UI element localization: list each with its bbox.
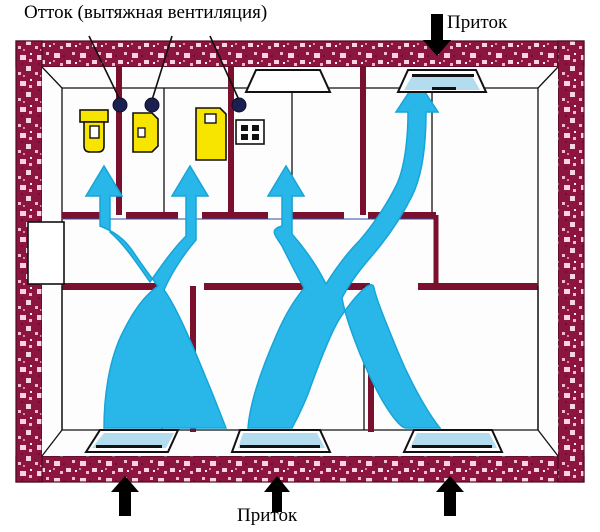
corridor2-seg-2 xyxy=(204,283,370,290)
leader-line-2 xyxy=(151,35,173,101)
floor-vents xyxy=(84,429,504,453)
floor-vent-right-louver xyxy=(412,445,492,448)
airflow-left-split xyxy=(84,164,228,429)
floor-corner-left xyxy=(41,429,63,457)
label-exhaust: Отток (вытяжная вентиляция) xyxy=(24,2,268,23)
leader-line-3 xyxy=(209,35,240,101)
appliance-water-heater-window xyxy=(89,125,100,139)
corridor-seg-1 xyxy=(62,212,100,219)
floor-vent-center-glass xyxy=(238,433,325,448)
supply-arrow-bottom-right xyxy=(436,476,464,516)
exhaust-vent-3-icon xyxy=(231,97,247,113)
appliance-water-heater-top xyxy=(79,109,109,123)
floor-corner-right xyxy=(537,429,559,457)
stove-burner-4 xyxy=(252,134,259,140)
appliance-gas-boiler-window xyxy=(204,113,217,124)
ceiling-corner-right xyxy=(537,66,559,89)
airflow-streams xyxy=(84,78,442,429)
ceiling-vent-supply-louver-2 xyxy=(432,87,456,90)
exhaust-vent-1-icon xyxy=(112,97,128,113)
wall-bottom xyxy=(15,455,585,483)
ceiling-vent-supply-glass xyxy=(404,76,480,90)
ceiling-vent-plain xyxy=(244,69,332,93)
ceiling-vents xyxy=(244,69,488,93)
left-door-panel xyxy=(27,221,65,285)
wall-right xyxy=(557,40,585,483)
exhaust-vents xyxy=(88,35,247,113)
floor-vent-left-glass xyxy=(92,433,174,448)
airflow-center-right xyxy=(247,78,442,429)
stove-burner-1 xyxy=(241,125,248,131)
label-supply-bottom: Приток xyxy=(237,505,298,526)
ceiling-vent-supply-louver-1 xyxy=(412,74,474,77)
stove-burner-2 xyxy=(252,125,259,131)
appliance-boiler-window xyxy=(137,127,146,138)
stove-burner-3 xyxy=(241,134,248,140)
floor-vent-center-louver xyxy=(240,445,320,448)
exhaust-vent-2-icon xyxy=(144,97,160,113)
corridor-seg-4 xyxy=(292,212,344,219)
leader-line-1 xyxy=(88,35,121,101)
partition-v-3 xyxy=(360,67,366,215)
ceiling-corner-left xyxy=(41,66,63,89)
corridor-seg-3 xyxy=(202,212,268,219)
label-supply-top: Приток xyxy=(447,12,508,33)
partition-v-2 xyxy=(228,67,234,215)
corridor-wall-lower xyxy=(62,283,538,290)
appliance-gas-stove-body xyxy=(235,119,265,145)
corridor2-seg-1 xyxy=(62,283,158,290)
supply-arrows xyxy=(111,14,464,516)
supply-arrow-bottom-center xyxy=(264,476,290,512)
partition-v-1 xyxy=(116,67,122,215)
supply-arrow-bottom-left xyxy=(111,476,139,516)
corridor2-seg-3 xyxy=(418,283,538,290)
floor-vent-right-glass xyxy=(410,433,497,448)
supply-arrow-top xyxy=(423,14,451,56)
floor-vent-left-louver xyxy=(96,445,162,448)
appliance-gas-boiler-body xyxy=(195,107,227,161)
wall-top xyxy=(15,40,585,68)
door-panel xyxy=(27,221,65,285)
corridor-seg-2 xyxy=(126,212,178,219)
gas-appliances xyxy=(79,107,265,161)
